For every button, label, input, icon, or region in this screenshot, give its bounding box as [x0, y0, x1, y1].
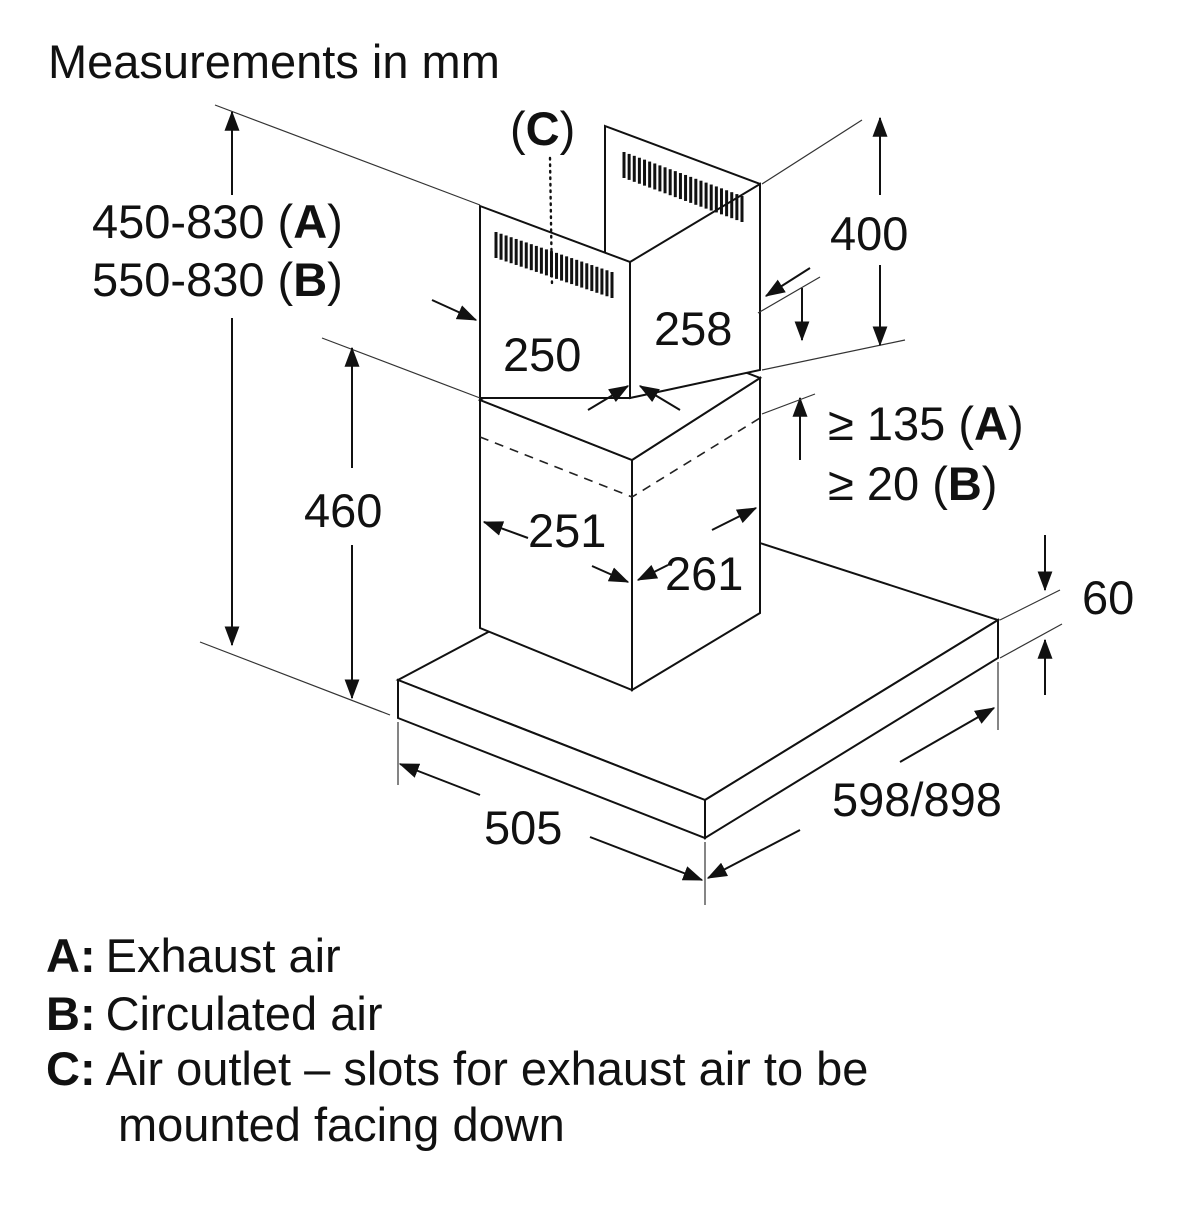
canopy-width-label: 598/898	[832, 773, 1002, 826]
page-title: Measurements in mm	[48, 35, 500, 88]
height-label-a: 450-830 (A)	[92, 195, 343, 248]
canopy-width-dimension	[706, 662, 999, 879]
overlap-label-b: ≥ 20 (B)	[828, 457, 997, 510]
c-callout-label: (C)	[510, 102, 575, 155]
legend-item-c: C:Air outlet – slots for exhaust air to …	[46, 1042, 868, 1095]
vent-slots-front	[494, 232, 614, 298]
upper-chimney	[479, 124, 761, 400]
legend-item-a: A:Exhaust air	[46, 929, 341, 982]
lower-width-label: 251	[528, 504, 606, 557]
height-label-b: 550-830 (B)	[92, 253, 343, 306]
canopy	[395, 520, 1001, 840]
c-callout-leader	[548, 156, 554, 287]
chimney-height-dimension	[761, 116, 906, 371]
vent-slots-back	[622, 152, 744, 222]
legend-item-b: B:Circulated air	[46, 987, 382, 1040]
upper-depth-label: 258	[654, 302, 732, 355]
legend: A:Exhaust air B:Circulated air C:Air out…	[46, 929, 868, 1151]
chimney-height-label: 400	[830, 207, 908, 260]
legend-item-c-cont: mounted facing down	[118, 1098, 565, 1151]
canopy-height-label: 60	[1082, 571, 1134, 624]
lower-height-label: 460	[304, 484, 382, 537]
canopy-depth-dimension	[397, 722, 706, 905]
lower-depth-label: 261	[665, 547, 743, 600]
upper-width-dimension	[431, 299, 681, 411]
upper-width-label: 250	[503, 328, 581, 381]
lower-height-dimension	[321, 337, 481, 700]
canopy-height-dimension	[999, 535, 1063, 695]
canopy-depth-label: 505	[484, 801, 562, 854]
overlap-label-a: ≥ 135 (A)	[828, 397, 1024, 450]
lower-width-dimension	[482, 507, 758, 583]
total-height-dimension	[199, 104, 481, 716]
overlap-dimension	[761, 393, 816, 460]
upper-depth-dimension	[757, 267, 821, 342]
